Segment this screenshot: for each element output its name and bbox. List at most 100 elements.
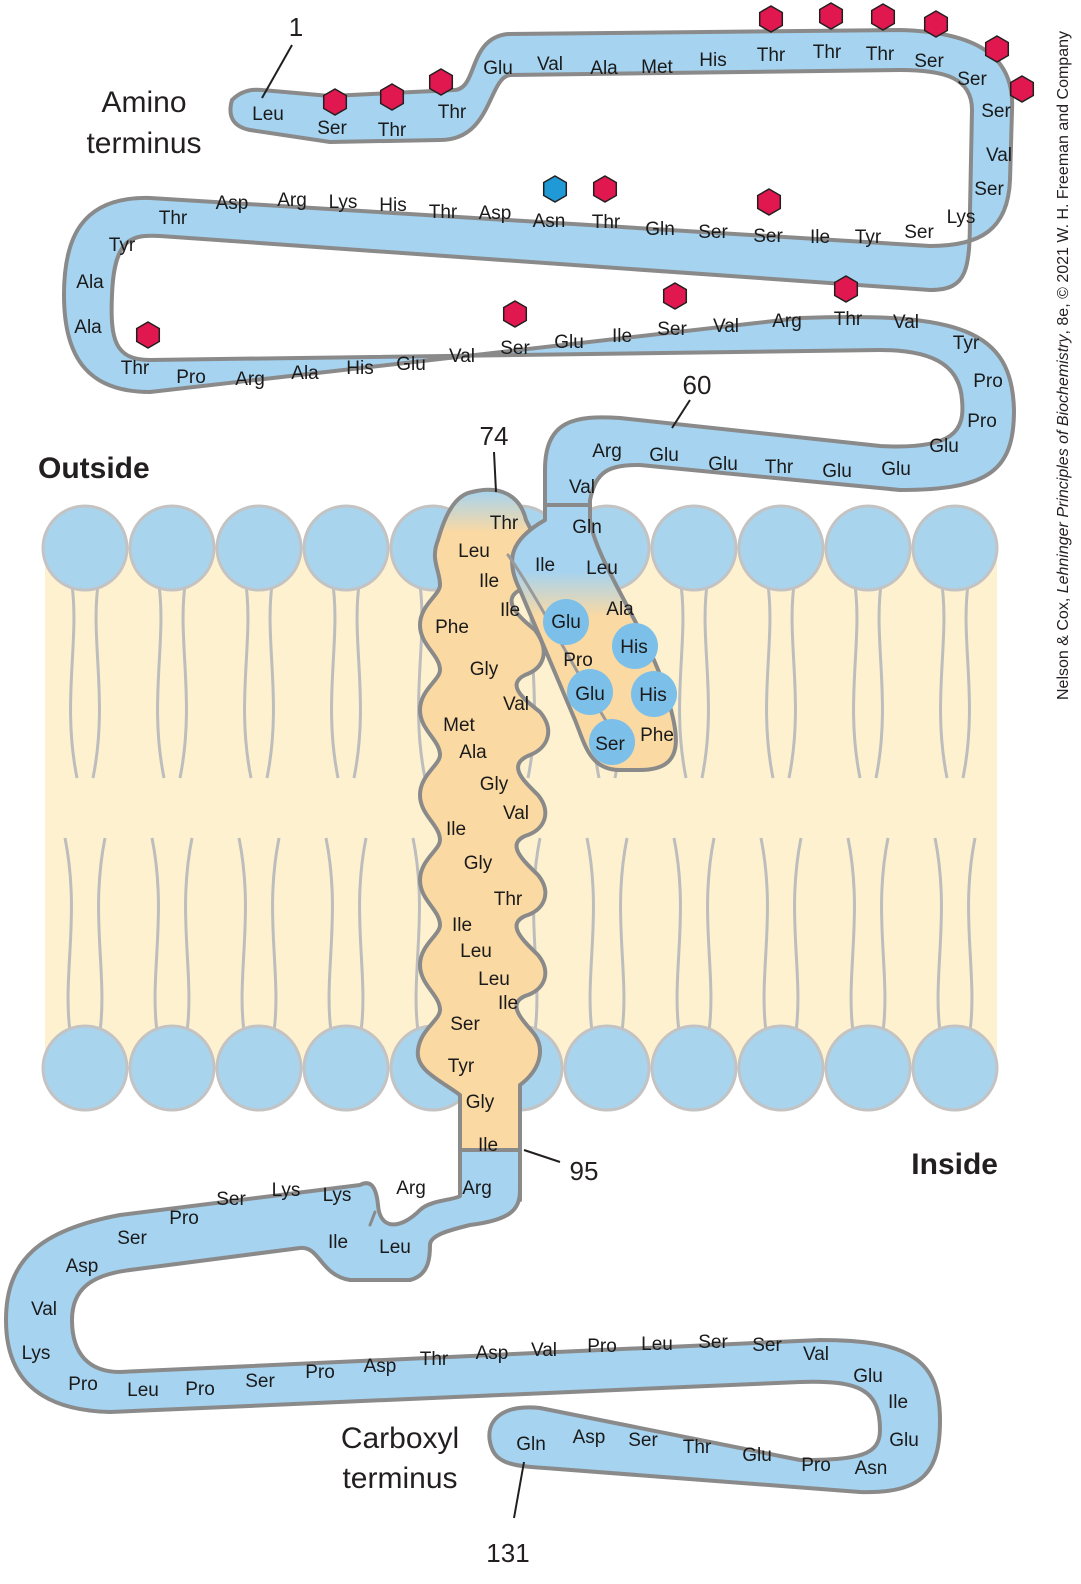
- residue-row2-9: Thr: [429, 202, 458, 223]
- leader-131: [513, 1461, 525, 1519]
- leader-1: [261, 44, 293, 99]
- lipid-tail: [91, 577, 101, 779]
- lipid-tail: [787, 577, 797, 779]
- residue-helix-16: Leu: [478, 969, 510, 990]
- lipid-tail: [585, 837, 595, 1039]
- residue-cyto3-2: Glu: [742, 1445, 772, 1466]
- red-hexagon-icon: [870, 3, 896, 31]
- residue-cyto2-4: Pro: [305, 1362, 335, 1383]
- residue-cyto3-6: Gln: [516, 1434, 546, 1455]
- residue-cyto1-0: Arg: [462, 1178, 492, 1199]
- residue-cyto1-7: Pro: [169, 1208, 199, 1229]
- lipid-tail: [243, 577, 253, 779]
- residue-helix-18: Ser: [450, 1014, 480, 1035]
- residue-row3-18: Glu: [929, 436, 959, 457]
- residue-row2-13: Asp: [216, 193, 249, 214]
- residue-row2-3: Ser: [753, 226, 783, 247]
- residue-row1-0: Leu: [252, 104, 284, 125]
- residue-row2-10: His: [379, 195, 406, 216]
- residue-helix-7: Met: [443, 715, 475, 736]
- residue-row4-0: Glu: [881, 459, 911, 480]
- residue-helix-5: Gly: [470, 659, 499, 680]
- residue-helix-0: Thr: [490, 513, 519, 534]
- residue-row1-5: Val: [537, 54, 563, 75]
- residue-helix-15: Leu: [460, 941, 492, 962]
- lipid-head-outer: [41, 504, 129, 592]
- residue-cyto2-16: Glu: [889, 1430, 919, 1451]
- residue-cyto2-10: Leu: [641, 1334, 673, 1355]
- residue-cyto1-2: Leu: [379, 1237, 411, 1258]
- lipid-tail: [532, 837, 542, 1039]
- residue-cyto1-10: Val: [31, 1299, 57, 1320]
- residue-row1-16: Ser: [974, 179, 1004, 200]
- residue-cyto2-7: Asp: [476, 1343, 509, 1364]
- residue-row1-13: Ser: [957, 69, 987, 90]
- residue-helix-6: Val: [503, 694, 529, 715]
- lipid-head-outer: [650, 504, 738, 592]
- residue-row2-1: Tyr: [855, 227, 882, 248]
- residue-cyto2-1: Leu: [127, 1380, 159, 1401]
- modification-markers: [135, 2, 1035, 349]
- residue-helix-11: Ile: [446, 819, 466, 840]
- residue-row2-6: Thr: [592, 212, 621, 233]
- residue-row2-0: Ser: [904, 222, 934, 243]
- residue-row3-13: Thr: [834, 309, 863, 330]
- residue-row1-3: Thr: [438, 102, 467, 123]
- residue-hairpin-1: Leu: [586, 558, 618, 579]
- lipid-tail: [846, 837, 856, 1039]
- residue-helix-10: Val: [503, 803, 529, 824]
- residue-cyto1-4: Lys: [272, 1180, 301, 1201]
- residue-row1-2: Thr: [378, 120, 407, 141]
- lipid-head-inner: [824, 1024, 912, 1112]
- residue-cyto1-3: Ile: [328, 1232, 348, 1253]
- residue-row3-11: Val: [713, 316, 739, 337]
- lipid-tail: [358, 837, 368, 1039]
- lipid-tail: [852, 577, 862, 779]
- residue-row1-9: Thr: [757, 45, 786, 66]
- residue-row2-12: Arg: [277, 190, 307, 211]
- lipid-tail: [156, 577, 166, 779]
- residue-cyto1-6: Ser: [216, 1189, 246, 1210]
- residue-helix-19: Tyr: [448, 1056, 475, 1077]
- residue-hairpin-8: Pro: [563, 650, 593, 671]
- red-hexagon-icon: [756, 188, 782, 216]
- lipid-tail: [330, 577, 340, 779]
- residue-row2-7: Asn: [533, 211, 566, 232]
- lipid-head-outer: [824, 504, 912, 592]
- residue-hairpin-6: Ser: [595, 734, 625, 755]
- residue-row1-12: Ser: [914, 51, 944, 72]
- residue-row2-16: Ala: [76, 272, 104, 293]
- residue-helix-2: Ile: [479, 571, 499, 592]
- residue-row3-0: Thr: [121, 358, 150, 379]
- lipid-tail: [237, 837, 247, 1039]
- carboxyl-terminus-label-line2: terminus: [342, 1462, 457, 1495]
- residue-row1-8: His: [699, 50, 726, 71]
- lipid-tail: [933, 837, 943, 1039]
- residue-row2-11: Lys: [329, 192, 358, 213]
- residue-row2-2: Ile: [810, 227, 830, 248]
- lipid-head-inner: [215, 1024, 303, 1112]
- residue-cyto2-8: Val: [531, 1340, 557, 1361]
- residue-hairpin-3: His: [620, 637, 647, 658]
- residue-hairpin-5: Phe: [640, 725, 674, 746]
- residue-row2-14: Thr: [159, 208, 188, 229]
- residue-row1-7: Met: [641, 57, 673, 78]
- lipid-tail: [874, 577, 884, 779]
- residue-row2-5: Gln: [645, 219, 675, 240]
- residue-helix-12: Gly: [464, 853, 493, 874]
- charged-residue-bubble: [589, 719, 635, 765]
- lipid-tail: [967, 837, 977, 1039]
- residue-number-60: 60: [683, 370, 712, 400]
- residue-hairpin-0: Gln: [572, 517, 602, 538]
- charged-residue-bubble: [612, 623, 658, 669]
- lipid-head-outer: [128, 504, 216, 592]
- residue-helix-3: Ile: [500, 600, 520, 621]
- outside-label: Outside: [38, 452, 150, 485]
- residue-row3-10: Ser: [657, 319, 687, 340]
- lipid-tail: [324, 837, 334, 1039]
- residue-row4-3: Glu: [708, 454, 738, 475]
- residue-row1-14: Ser: [981, 101, 1011, 122]
- lipid-head-inner: [302, 1024, 390, 1112]
- lipid-head-inner: [41, 1024, 129, 1112]
